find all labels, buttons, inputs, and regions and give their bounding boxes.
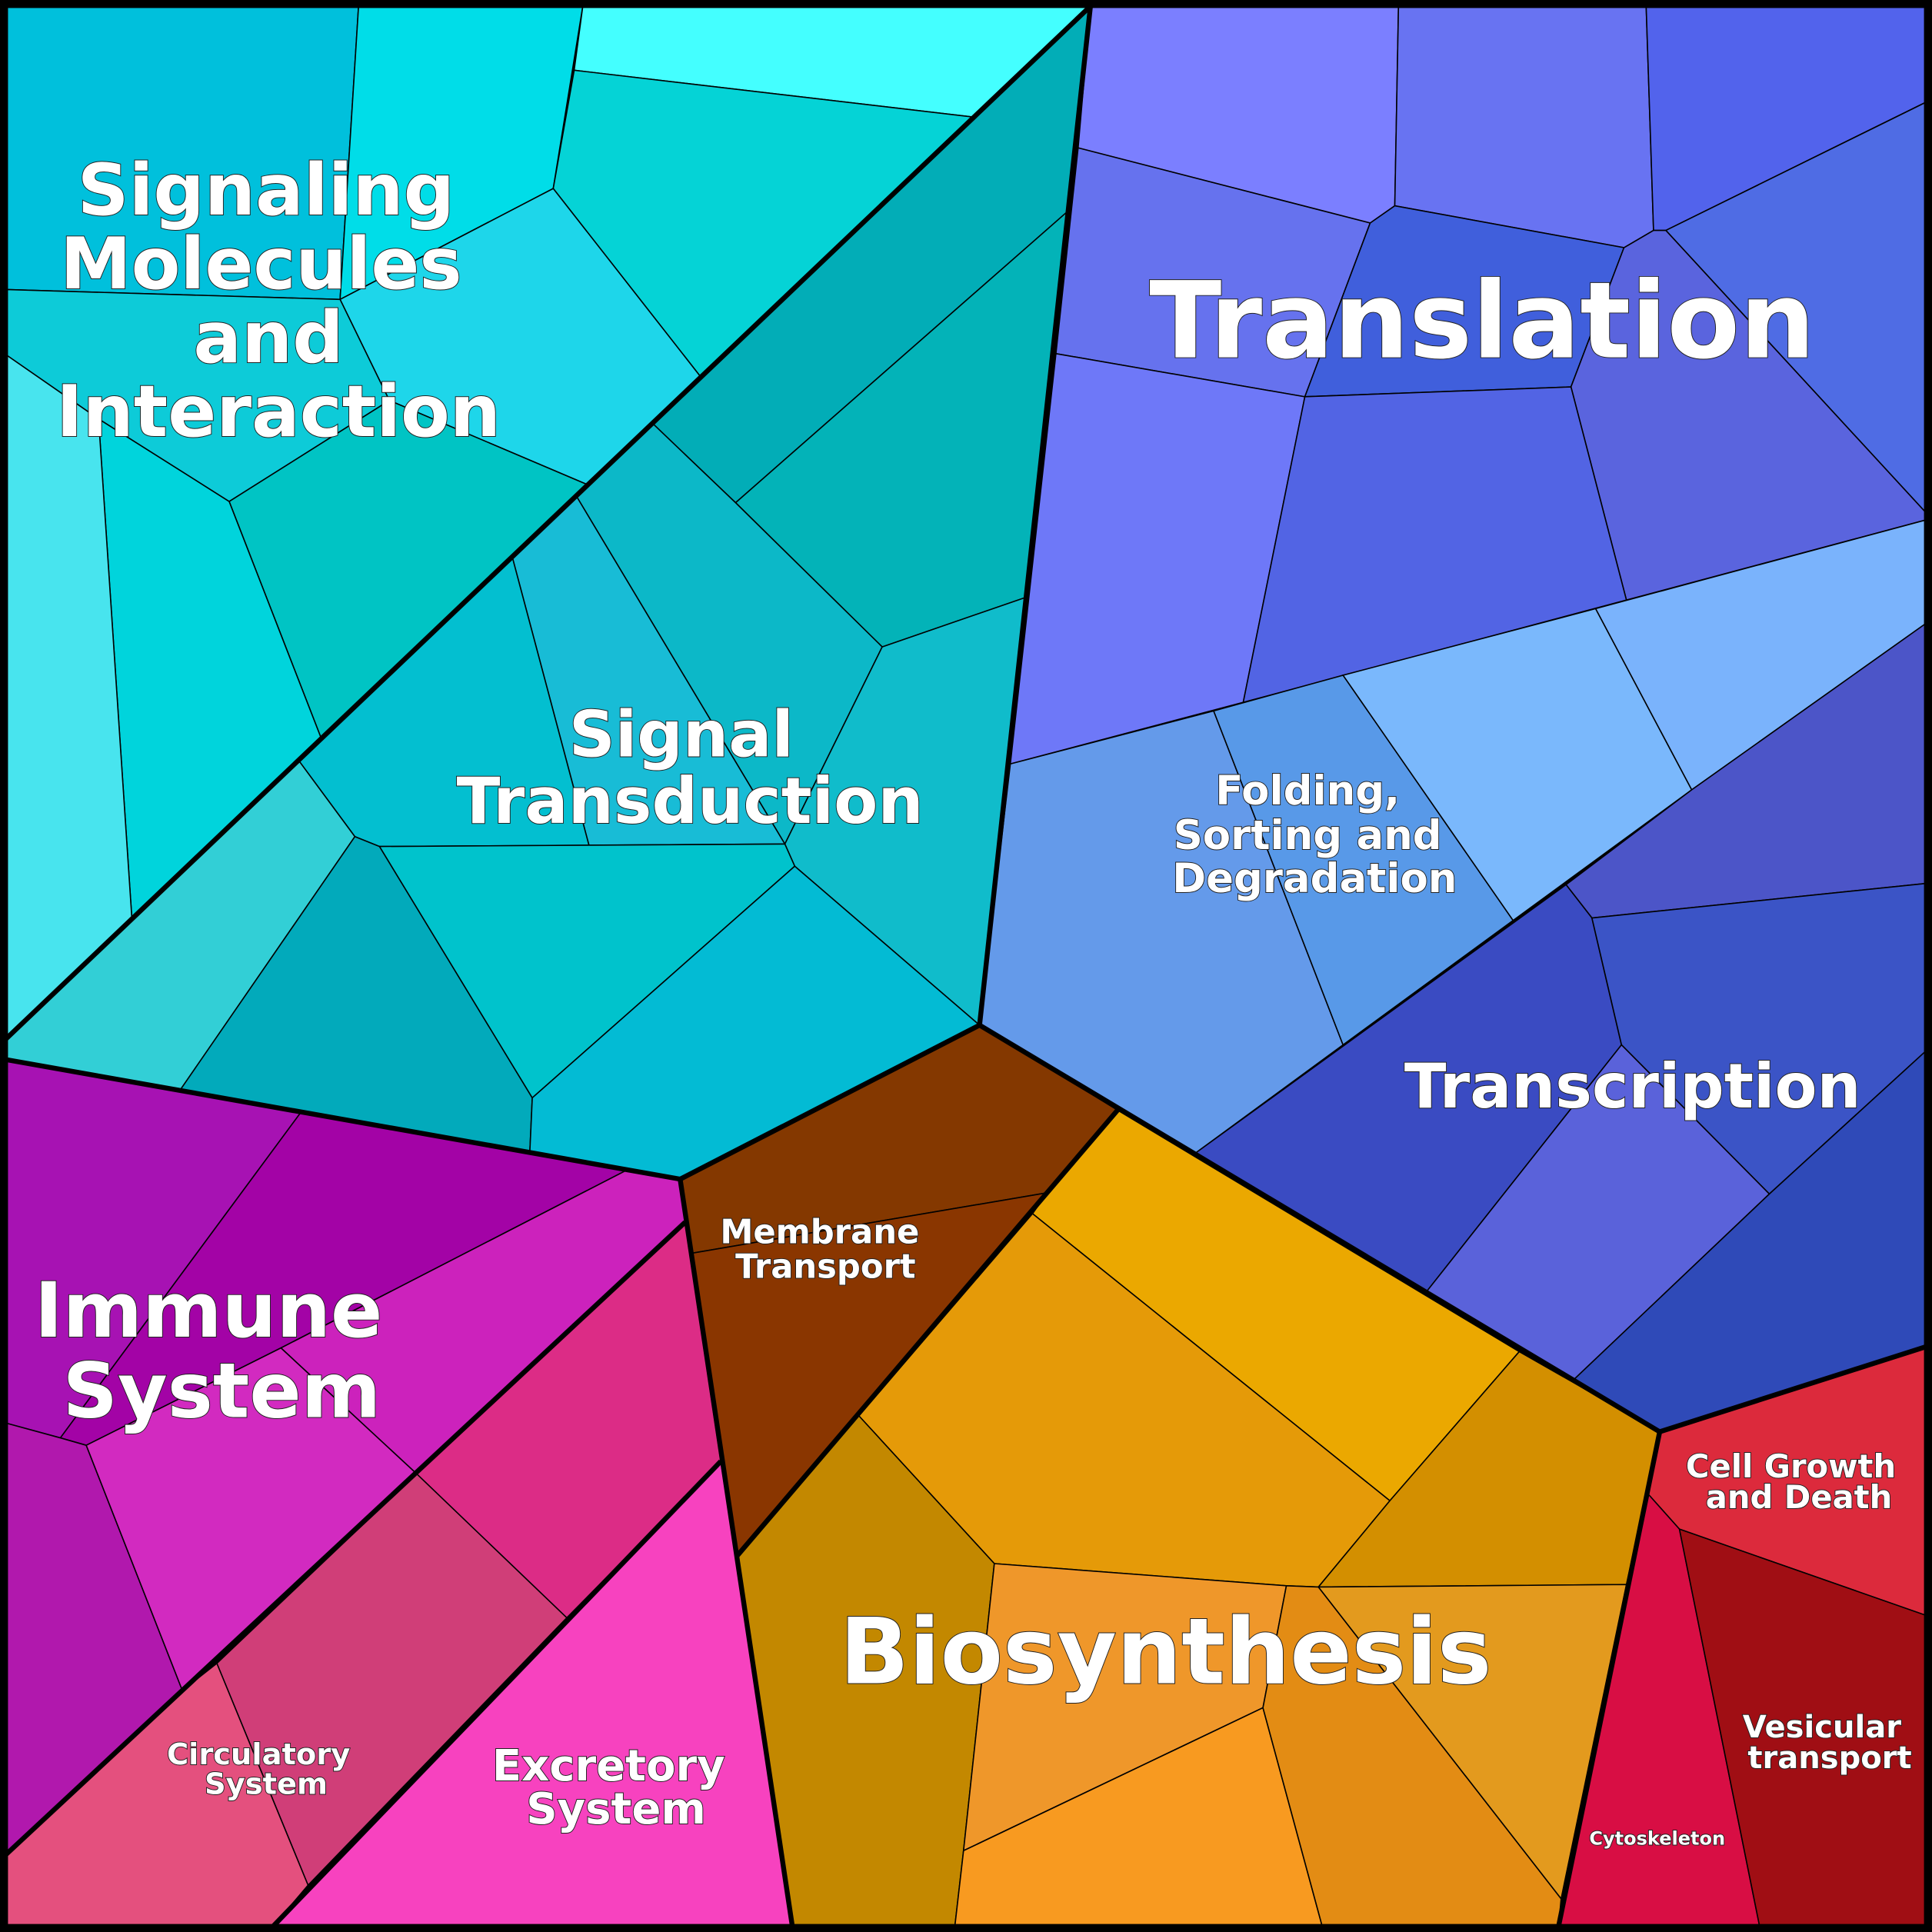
label-circulatory-system: Circulatory System bbox=[167, 1737, 361, 1801]
group-folding bbox=[978, 519, 1927, 1154]
label-vesicular-transport: Vesicular transport bbox=[1743, 1710, 1912, 1776]
group-biosynthesis bbox=[736, 1109, 1661, 1927]
label-excretory-system: Excretory System bbox=[492, 1741, 740, 1834]
labels: Signaling Molecules and Interaction Sign… bbox=[34, 148, 1913, 1850]
label-biosynthesis: Biosynthesis bbox=[840, 1598, 1492, 1704]
cell[interactable] bbox=[1317, 1584, 1627, 1900]
label-signaling-molecules: Signaling Molecules and Interaction bbox=[56, 148, 501, 453]
label-signal-transduction: Signal Transduction bbox=[457, 698, 924, 839]
label-transcription: Transcription bbox=[1404, 1051, 1861, 1122]
label-membrane-transport: Membrane Transport bbox=[720, 1213, 931, 1286]
group-transcription bbox=[1194, 622, 1927, 1433]
label-translation: Translation bbox=[1149, 260, 1815, 383]
group-signaling-molecules bbox=[5, 5, 1092, 1041]
label-immune-system: Immune System bbox=[35, 1267, 409, 1435]
group-signal-transduction bbox=[5, 4, 1091, 1180]
label-cell-growth: Cell Growth and Death bbox=[1686, 1447, 1907, 1516]
label-folding: Folding, Sorting and Degradation bbox=[1172, 768, 1457, 902]
group-translation bbox=[1009, 5, 1927, 765]
label-cytoskeleton: Cytoskeleton bbox=[1589, 1827, 1725, 1849]
cell[interactable] bbox=[1394, 5, 1654, 248]
